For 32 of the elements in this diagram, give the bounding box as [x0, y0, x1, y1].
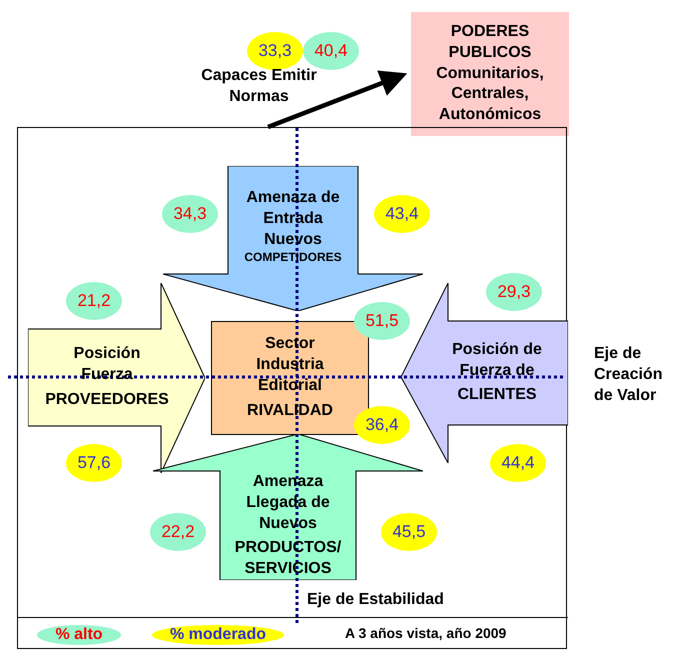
legend-text: % alto — [55, 625, 103, 645]
box-text: Comunitarios, Centrales, Autonómicos — [435, 64, 545, 126]
value-oval: 43,4 — [374, 195, 430, 233]
box-text: RIVALIDAD — [247, 400, 333, 421]
value-oval: 45,5 — [381, 513, 437, 551]
value-oval: 29,3 — [486, 273, 542, 311]
frame-box — [17, 127, 567, 649]
arrow — [267, 70, 408, 130]
arrow-text: Amenaza Llegada de Nuevos — [245, 472, 331, 534]
arrow-text: PRODUCTOS/ SERVICIOS — [234, 538, 342, 580]
value-oval: 34,3 — [162, 195, 218, 233]
arrow-text: COMPETIDORES — [244, 250, 342, 266]
arrow-text: PROVEEDORES — [45, 390, 169, 410]
arrow-text: Posición Fuerza — [72, 344, 142, 386]
arrow-text: Amenaza de Entrada Nuevos — [245, 188, 341, 250]
legend-text: % moderado — [170, 625, 266, 645]
axis-label: Eje de Estabilidad — [307, 590, 444, 610]
authority-box — [411, 12, 569, 136]
value-oval: 21,2 — [66, 282, 122, 320]
axis-label: Eje de Creación de Valor — [594, 344, 664, 406]
value-oval: 36,4 — [354, 406, 410, 444]
box-text: PODERES PUBLICOS — [448, 22, 532, 63]
block-arrow — [28, 283, 205, 473]
box-text: Sector Industria Editorial — [255, 334, 325, 396]
arrow-text: CLIENTES — [457, 385, 537, 406]
value-oval: 44,4 — [490, 444, 546, 482]
value-oval: 57,6 — [66, 444, 122, 482]
arrow-text: Posición de Fuerza de — [451, 340, 543, 381]
value-oval: 51,5 — [354, 302, 410, 340]
value-oval: 22,2 — [150, 513, 206, 551]
note-text: A 3 años vista, año 2009 — [345, 624, 506, 643]
block-arrow — [163, 166, 423, 311]
